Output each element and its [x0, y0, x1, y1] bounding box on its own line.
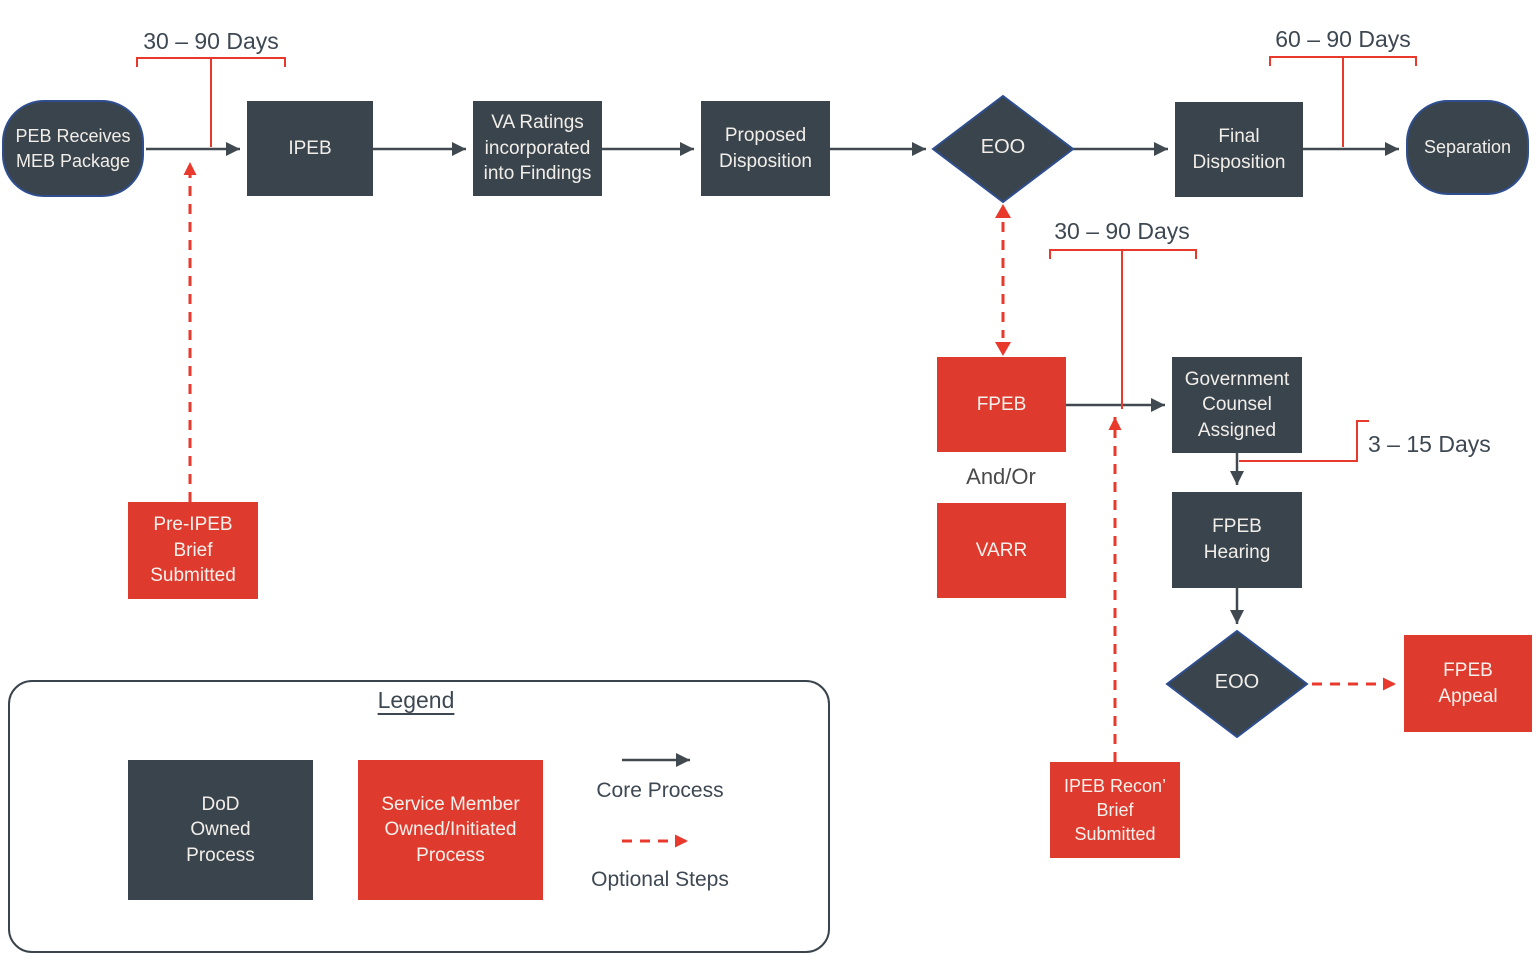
node-ipeb: IPEB: [247, 101, 373, 196]
duration-label-fpeb: 30 – 90 Days: [1054, 218, 1190, 244]
bracket-separation-duration: [1269, 56, 1417, 147]
bracket-preipeb-duration: [136, 57, 286, 147]
legend-dod-owned-process: DoD Owned Process: [128, 760, 313, 900]
eoo-initial-diamond: [931, 94, 1075, 204]
node-final-disposition: Final Disposition: [1175, 102, 1303, 197]
node-peb-receives-meb-package: PEB Receives MEB Package: [2, 100, 144, 197]
node-eoo-formal-label: EOO: [1214, 671, 1260, 693]
duration-label-separation: 60 – 90 Days: [1275, 26, 1411, 52]
legend-optional-steps-label: Optional Steps: [591, 868, 729, 891]
node-varr: VARR: [937, 503, 1066, 598]
legend-service-member-process: Service Member Owned/Initiated Process: [358, 760, 543, 900]
node-va-ratings: VA Ratings incorporated into Findings: [473, 101, 602, 196]
legend-panel: [8, 680, 830, 953]
node-separation: Separation: [1406, 100, 1529, 195]
legend-title: Legend: [377, 687, 455, 713]
node-ipeb-recon-brief-submitted: IPEB Recon’ Brief Submitted: [1050, 762, 1180, 858]
bracket-hearing-duration: [1239, 420, 1369, 462]
node-fpeb: FPEB: [937, 357, 1066, 452]
node-government-counsel-assigned: Government Counsel Assigned: [1172, 357, 1302, 453]
legend-core-process-label: Core Process: [596, 779, 724, 802]
eoo-formal-diamond: [1165, 629, 1309, 739]
duration-label-pre-ipeb: 30 – 90 Days: [143, 28, 279, 54]
duration-label-hearing: 3 – 15 Days: [1368, 431, 1491, 457]
and-or-label: And/Or: [966, 464, 1036, 489]
node-proposed-disposition: Proposed Disposition: [701, 101, 830, 196]
dashed-arrow-eoo-fpeb-both-ways: [995, 204, 1011, 356]
node-fpeb-hearing: FPEB Hearing: [1172, 492, 1302, 588]
node-fpeb-appeal: FPEB Appeal: [1404, 635, 1532, 732]
node-eoo-initial-label: EOO: [980, 136, 1026, 158]
node-pre-ipeb-brief-submitted: Pre-IPEB Brief Submitted: [128, 502, 258, 599]
bracket-fpeb-duration: [1049, 249, 1197, 409]
